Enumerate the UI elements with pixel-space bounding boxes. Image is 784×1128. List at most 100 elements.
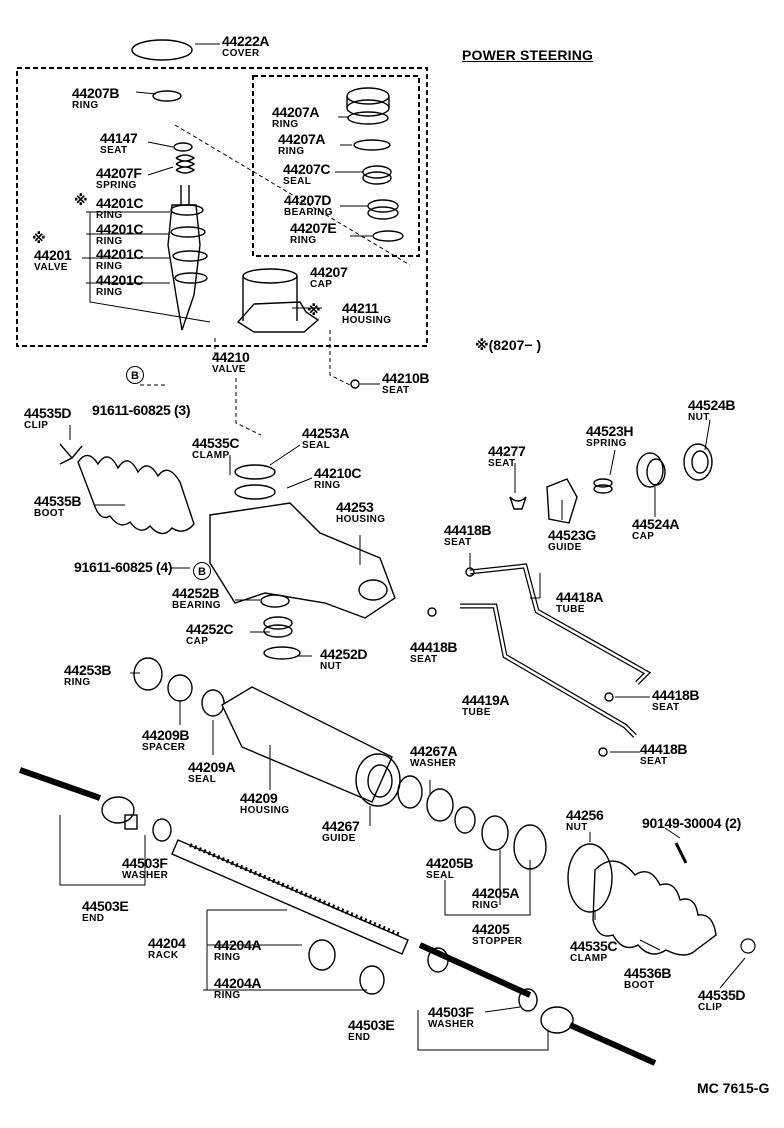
part-name: SEAL (283, 176, 312, 187)
part-name: GUIDE (322, 833, 356, 844)
part-name: WASHER (428, 1019, 475, 1030)
part-name: VALVE (212, 364, 246, 375)
bolt-ref-marker: B (126, 366, 144, 384)
part-number: 44207 (310, 264, 348, 280)
part-name: SEAT (444, 537, 472, 548)
part-name: RING (96, 210, 123, 221)
part-number: 44205A (472, 885, 520, 901)
part-name: HOUSING (336, 514, 386, 525)
bearing-part (367, 199, 399, 220)
part-name: HOUSING (342, 315, 392, 326)
part-name: SEAT (652, 702, 680, 713)
part-label-91611-60825-3-: 91611-60825 (3) (92, 403, 191, 417)
part-name: SEAT (100, 145, 128, 156)
part-number: 44536B (624, 965, 672, 981)
part-name: SEAT (640, 756, 668, 767)
tie-rod-end-part (540, 1006, 657, 1066)
part-number: 44503E (82, 898, 129, 914)
part-name: SEAT (382, 385, 410, 396)
ring-part (308, 939, 336, 971)
part-name: CLIP (698, 1002, 723, 1013)
part-number: 44523H (586, 423, 634, 439)
part-name: SPACER (142, 742, 186, 753)
tube-part (460, 604, 636, 737)
part-number: 44204A (214, 937, 262, 953)
seat-part (427, 607, 437, 617)
part-number: 44207D (284, 192, 332, 208)
cap-assembly-box (252, 75, 420, 257)
boot-part (59, 443, 195, 535)
part-name: RING (96, 261, 123, 272)
part-number: 44418B (410, 639, 458, 655)
part-number: 44253B (64, 662, 112, 678)
part-name: NUT (566, 822, 588, 833)
part-number: 44535D (698, 987, 746, 1003)
gear-housing-part (209, 464, 396, 619)
part-label-91611-60825-4-: 91611-60825 (4) (74, 560, 173, 574)
seal-part (201, 689, 225, 717)
part-name: CAP (632, 531, 655, 542)
part-number: 44209 (240, 790, 278, 806)
part-number: 44267 (322, 818, 360, 834)
part-number: 90149-30004 (2) (642, 815, 742, 831)
part-name: SEAL (302, 440, 331, 451)
part-label-90149-30004-2-: 90149-30004 (2) (642, 816, 741, 830)
part-name: RING (314, 480, 341, 491)
valve-part (167, 142, 208, 331)
cover-part (131, 39, 193, 61)
part-name: HOUSING (240, 805, 290, 816)
part-name: NUT (320, 661, 342, 672)
part-name: CAP (186, 636, 209, 647)
part-number: 44252C (186, 621, 234, 637)
part-number: 44209A (188, 759, 236, 775)
part-number: 44503F (122, 855, 168, 871)
seat-part (598, 747, 608, 757)
part-number: 44253A (302, 425, 350, 441)
part-number: 44418B (444, 522, 492, 538)
part-name: RING (214, 990, 241, 1001)
ring-part (481, 815, 509, 851)
part-name: RING (64, 677, 91, 688)
part-name: BEARING (172, 600, 221, 611)
ring-part (347, 111, 389, 125)
washer-part (152, 818, 172, 842)
part-number: 44205B (426, 855, 474, 871)
part-number: 44147 (100, 130, 138, 146)
part-name: RACK (148, 950, 179, 961)
ring-part (359, 965, 385, 995)
part-name: RING (272, 119, 299, 130)
part-number: 44252B (172, 585, 220, 601)
part-number: 44418B (652, 687, 700, 703)
